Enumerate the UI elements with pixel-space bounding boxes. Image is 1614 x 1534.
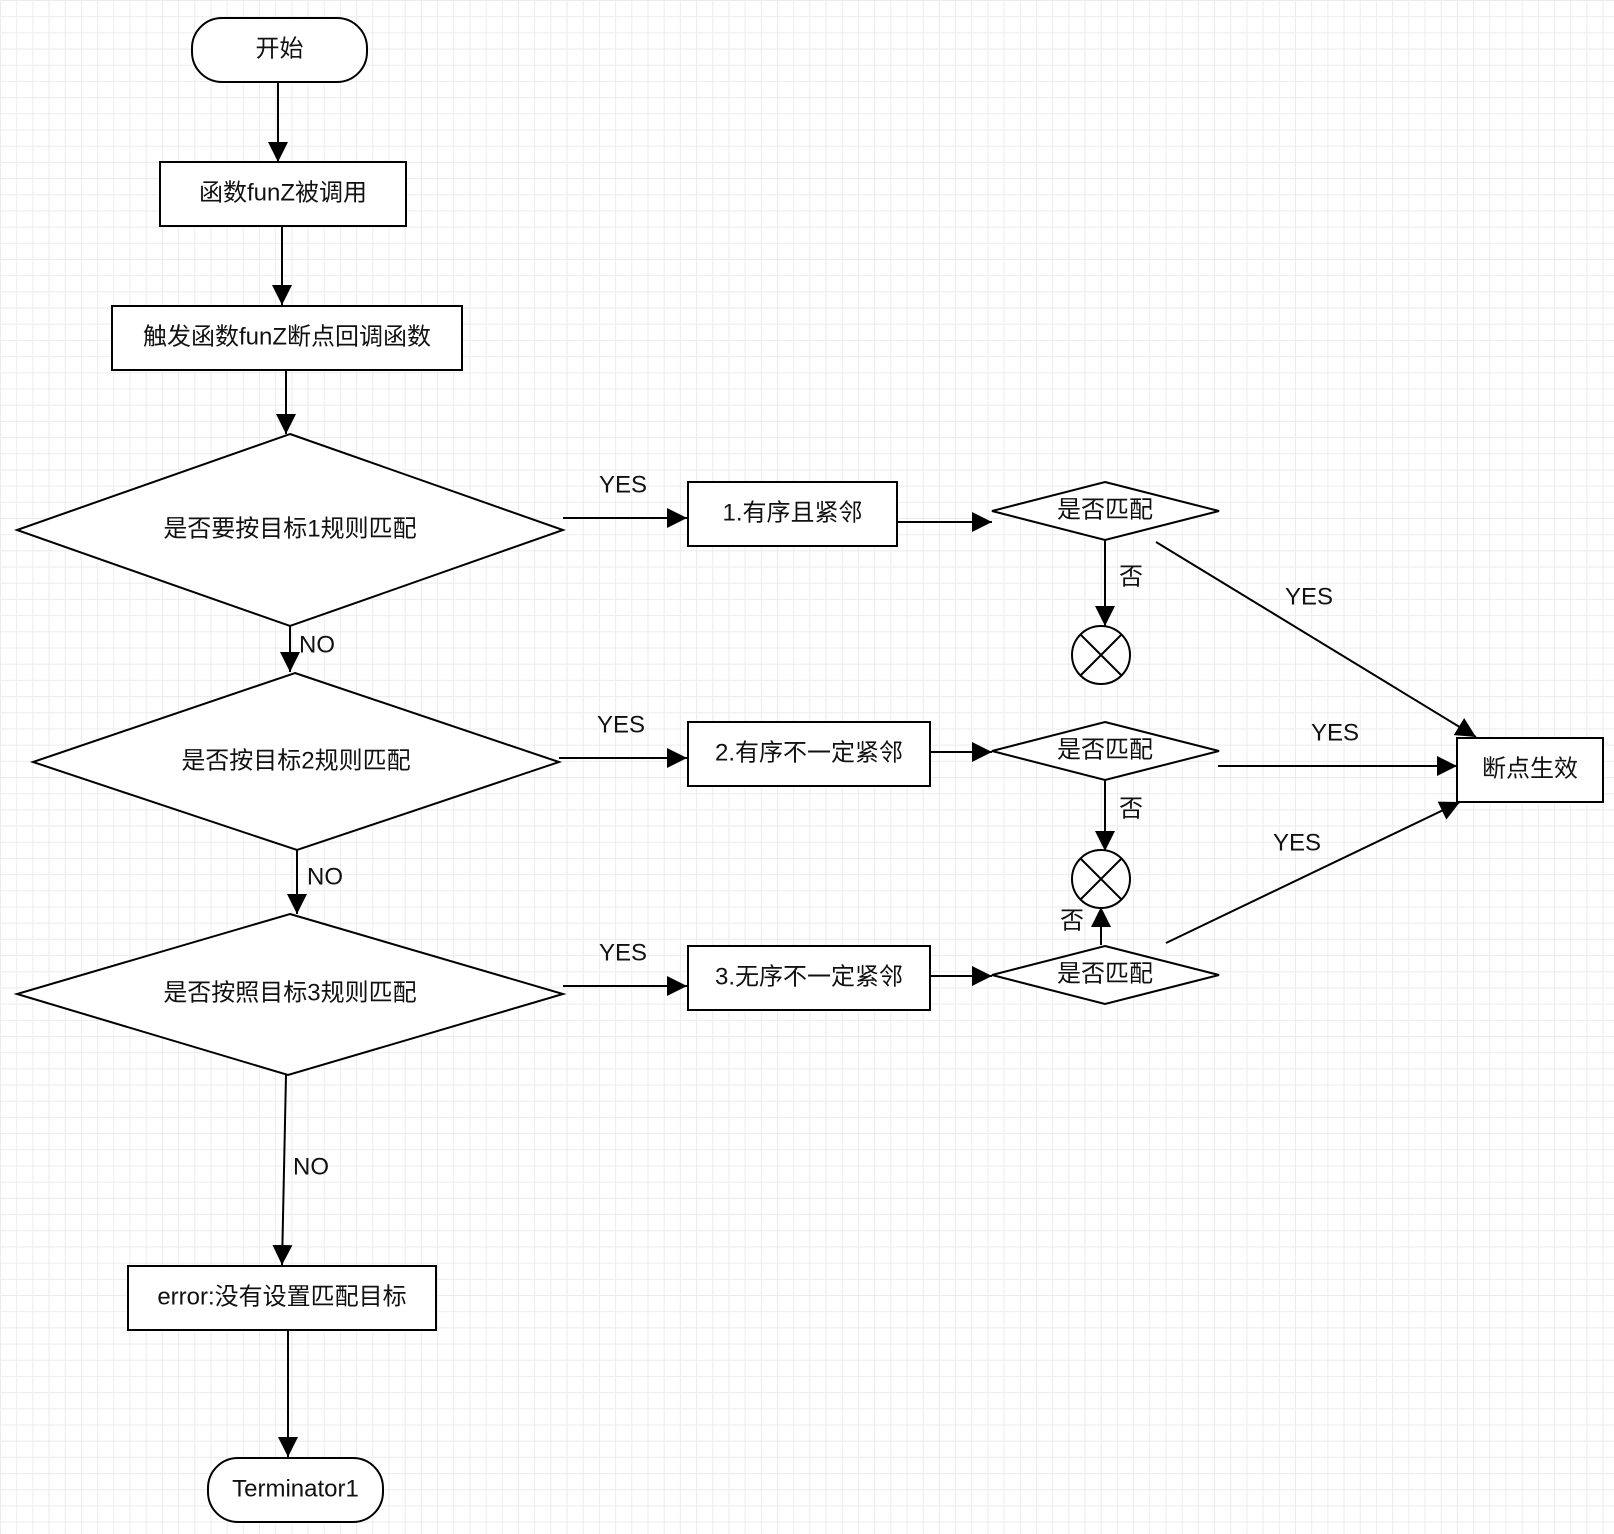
node-error: error:没有设置匹配目标 [127, 1265, 437, 1331]
decision-rule1: 是否要按目标1规则匹配 [13, 432, 567, 628]
decision-match1: 是否匹配 [991, 480, 1220, 542]
decision-match2: 是否匹配 [991, 720, 1220, 782]
decision1-yes-label: YES [599, 471, 647, 498]
match2-no-label: 否 [1119, 795, 1143, 822]
rule1-label: 1.有序且紧邻 [722, 499, 862, 526]
match1-yes-label: YES [1285, 583, 1333, 610]
rule2-label: 2.有序不一定紧邻 [715, 739, 903, 766]
decision-rule3-label: 是否按照目标3规则匹配 [163, 979, 416, 1006]
decision3-no-label: NO [293, 1153, 329, 1180]
function-called-label: 函数funZ被调用 [199, 179, 367, 206]
breakpoint-effective-label: 断点生效 [1482, 755, 1578, 782]
node-rule1: 1.有序且紧邻 [687, 481, 898, 547]
decision2-yes-label: YES [597, 711, 645, 738]
x-circle-icon [1071, 625, 1131, 685]
callback-label: 触发函数funZ断点回调函数 [143, 323, 431, 350]
decision-rule2-label: 是否按目标2规则匹配 [181, 747, 410, 774]
match3-yes-label: YES [1273, 829, 1321, 856]
node-terminator: Terminator1 [207, 1457, 384, 1523]
match3-label: 是否匹配 [1057, 960, 1153, 987]
error-label: error:没有设置匹配目标 [157, 1283, 406, 1310]
match3-no-label: 否 [1060, 907, 1084, 934]
node-rule3: 3.无序不一定紧邻 [687, 945, 931, 1011]
match1-label: 是否匹配 [1057, 496, 1153, 523]
node-callback: 触发函数funZ断点回调函数 [111, 305, 463, 371]
terminator-label: Terminator1 [232, 1475, 359, 1502]
decision1-no-label: NO [299, 631, 335, 658]
match1-no-label: 否 [1119, 563, 1143, 590]
match2-yes-label: YES [1311, 719, 1359, 746]
decision3-yes-label: YES [599, 939, 647, 966]
rule3-label: 3.无序不一定紧邻 [715, 963, 903, 990]
edge-labels: YES YES YES NO NO NO 否 否 否 YES YES YES [293, 471, 1359, 1180]
x-circle-icon [1071, 849, 1131, 909]
decision-rule3: 是否按照目标3规则匹配 [13, 912, 567, 1077]
decision-rule1-label: 是否要按目标1规则匹配 [163, 515, 416, 542]
edge-match3-yes [1165, 801, 1461, 944]
match2-label: 是否匹配 [1057, 736, 1153, 763]
edge-match1-yes [1155, 541, 1477, 738]
edge-decision3-no [272, 1074, 293, 1266]
node-rule2: 2.有序不一定紧邻 [687, 721, 931, 787]
node-breakpoint-effective: 断点生效 [1456, 737, 1604, 803]
edges [268, 82, 1477, 1457]
decision-rule2: 是否按目标2规则匹配 [29, 671, 563, 852]
start-label: 开始 [256, 35, 304, 62]
decision-match3: 是否匹配 [991, 944, 1220, 1006]
node-function-called: 函数funZ被调用 [159, 161, 407, 227]
decision2-no-label: NO [307, 863, 343, 890]
node-start: 开始 [191, 17, 368, 83]
